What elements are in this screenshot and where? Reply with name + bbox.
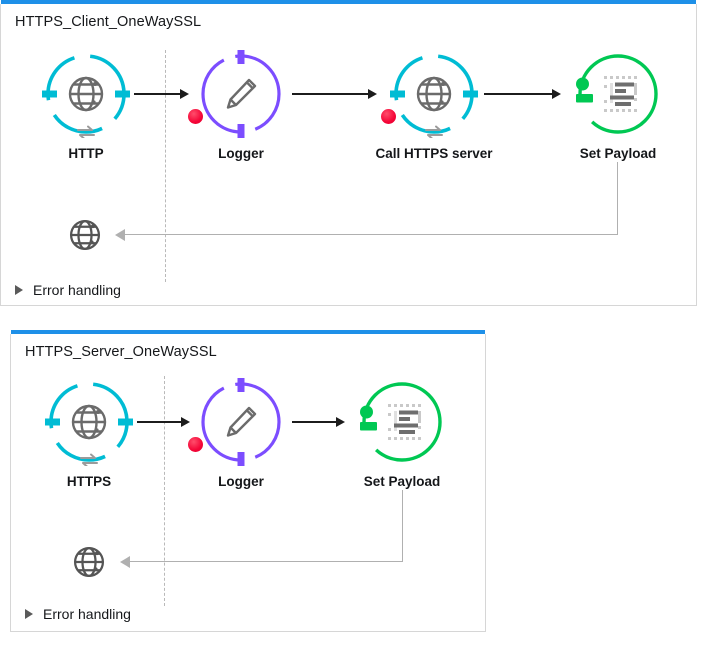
- page-title: HTTPS_Server_OneWaySSL: [25, 344, 217, 360]
- connector-arrow-2: [292, 93, 370, 95]
- cyan-dashed-ring-icon: [388, 50, 480, 140]
- flow-node-label: Set Payload: [579, 146, 657, 161]
- error-handling-section[interactable]: Error handling: [15, 282, 121, 298]
- flow-node-label: Logger: [218, 146, 264, 161]
- flow-source-separator: [164, 376, 165, 606]
- flow-node-label: HTTP: [68, 146, 104, 161]
- flow-node-logger[interactable]: Logger: [188, 49, 285, 161]
- globe-icon: [411, 71, 457, 117]
- return-globe-icon: [69, 542, 109, 582]
- return-globe-icon: [65, 215, 105, 255]
- green-ring-icon: [574, 50, 662, 138]
- page-title: HTTPS_Client_OneWaySSL: [15, 14, 202, 30]
- panel-accent-bar: [1, 0, 696, 4]
- flow-node-https[interactable]: HTTPS: [43, 378, 135, 489]
- return-path-arrowhead: [115, 229, 125, 241]
- return-path-vertical: [617, 162, 619, 235]
- connector-arrowhead-3: [552, 89, 561, 99]
- return-path-vertical: [402, 490, 404, 562]
- chevron-right-icon[interactable]: [15, 285, 23, 295]
- document-icon: [383, 399, 429, 445]
- flow-node-label: HTTPS: [66, 474, 112, 489]
- connector-arrowhead-1: [181, 417, 190, 427]
- pencil-icon: [218, 71, 264, 117]
- flow-node-label: Set Payload: [363, 474, 441, 489]
- cyan-dashed-ring-icon: [40, 50, 132, 140]
- error-handling-label: Error handling: [43, 606, 131, 622]
- flow-source-separator: [165, 50, 166, 282]
- return-path-arrowhead: [120, 556, 130, 568]
- connector-arrowhead-1: [180, 89, 189, 99]
- globe-icon: [63, 71, 109, 117]
- flow-node-call-https-server[interactable]: Call HTTPS server: [375, 50, 493, 161]
- purple-dashed-ring-icon: [197, 49, 285, 139]
- error-indicator-dot[interactable]: [188, 109, 203, 124]
- error-indicator-dot[interactable]: [381, 109, 396, 124]
- connector-arrowhead-2: [368, 89, 377, 99]
- flow-node-set-payload[interactable]: Set Payload: [358, 378, 446, 489]
- flow-node-set-payload[interactable]: Set Payload: [574, 50, 662, 161]
- error-handling-label: Error handling: [33, 282, 121, 298]
- flow-node-logger[interactable]: Logger: [188, 377, 285, 489]
- connector-arrow-1: [134, 93, 182, 95]
- return-path-horizontal: [124, 234, 618, 236]
- connector-arrow-3: [484, 93, 554, 95]
- flow-node-label: Logger: [218, 474, 264, 489]
- document-icon: [599, 71, 645, 117]
- pencil-icon: [218, 399, 264, 445]
- connector-arrow-1: [137, 421, 183, 423]
- return-path-horizontal: [129, 561, 403, 563]
- flow-node-http[interactable]: HTTP: [40, 50, 132, 161]
- globe-icon: [66, 399, 112, 445]
- connector-arrow-2: [292, 421, 338, 423]
- cyan-dashed-ring-icon: [43, 378, 135, 468]
- purple-dashed-ring-icon: [197, 377, 285, 467]
- error-handling-section[interactable]: Error handling: [25, 606, 131, 622]
- connector-arrowhead-2: [336, 417, 345, 427]
- flow-panel-server[interactable]: HTTPS_Server_OneWaySSL: [10, 330, 486, 632]
- chevron-right-icon[interactable]: [25, 609, 33, 619]
- panel-accent-bar: [11, 330, 485, 334]
- green-ring-icon: [358, 378, 446, 466]
- error-indicator-dot[interactable]: [188, 437, 203, 452]
- flow-node-label: Call HTTPS server: [375, 146, 493, 161]
- flow-panel-client[interactable]: HTTPS_Client_OneWaySSL: [0, 0, 697, 306]
